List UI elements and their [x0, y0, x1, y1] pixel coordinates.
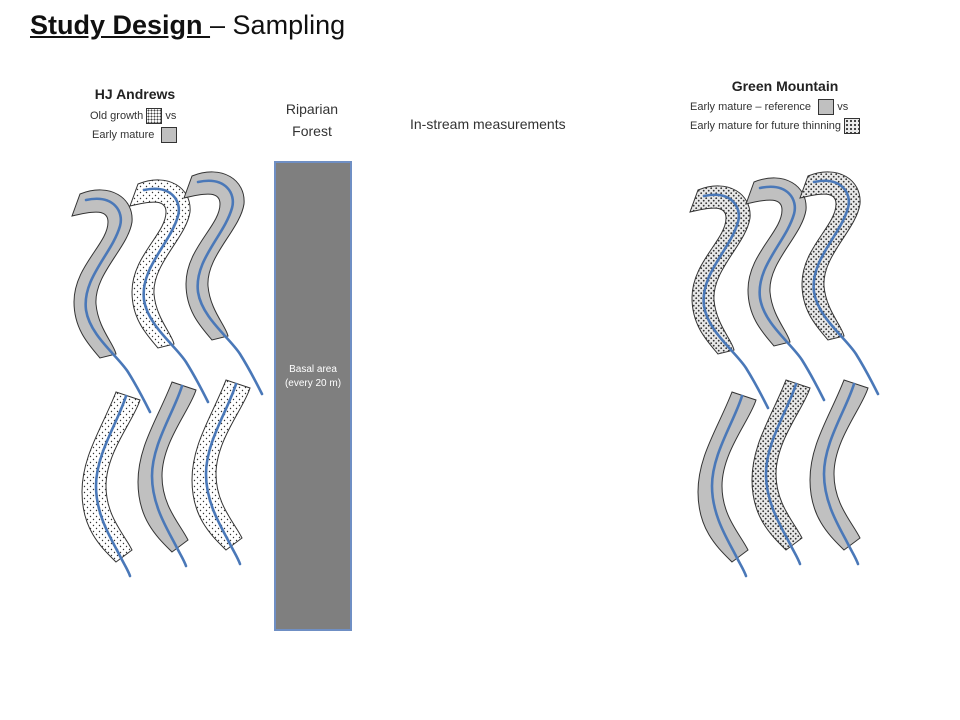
basal-area-label: Basal area (every 20 m) — [284, 364, 342, 389]
stream-line — [142, 187, 210, 404]
stream-line — [702, 193, 770, 410]
riparian-line1: Riparian — [285, 101, 339, 117]
gm-reach-bottom-1 — [697, 391, 757, 578]
stream-line — [84, 197, 152, 414]
reference-label: Early mature – reference — [690, 100, 812, 113]
stream-line — [764, 382, 802, 566]
grey-swatch-icon — [818, 99, 835, 115]
basal-area-bar: Basal area (every 20 m) — [274, 161, 352, 631]
hj-reach-top-2 — [129, 179, 210, 404]
gm-reach-top-1 — [689, 185, 770, 410]
stippled-swatch-icon — [844, 118, 861, 134]
hj-legend-early-mature: Early mature — [92, 127, 178, 143]
early-mature-label: Early mature — [92, 128, 155, 141]
stream-line — [758, 185, 826, 402]
hj-andrews-heading: HJ Andrews — [94, 86, 176, 102]
stream-line — [94, 394, 132, 578]
page-title: Study Design – Sampling — [30, 10, 345, 41]
stream-line — [204, 382, 242, 566]
stream-line — [196, 179, 264, 396]
title-underlined: Study Design — [30, 10, 211, 40]
vs-label: vs — [165, 109, 177, 122]
gm-legend-reference: Early mature – reference vs — [690, 99, 848, 115]
gm-reach-bottom-3 — [809, 379, 869, 566]
hj-legend-old-growth: Old growth vs — [90, 108, 176, 124]
green-mountain-heading: Green Mountain — [731, 78, 839, 94]
riparian-buffer-grey — [137, 381, 197, 553]
riparian-buffer-dots — [81, 391, 141, 563]
hj-reach-bottom-2 — [137, 381, 197, 568]
grey-swatch-icon — [161, 127, 178, 143]
stream-line — [822, 382, 860, 566]
riparian-line2: Forest — [292, 123, 332, 139]
hj-reach-bottom-1 — [81, 391, 141, 578]
stream-line — [812, 179, 880, 396]
riparian-forest-label: Riparian Forest — [262, 98, 362, 142]
riparian-buffer-grey — [809, 379, 869, 551]
old-growth-label: Old growth — [90, 109, 144, 122]
gm-reach-top-2 — [745, 177, 826, 402]
stream-line — [150, 384, 188, 568]
riparian-buffer-stip — [799, 171, 861, 341]
gm-reach-top-3 — [799, 171, 880, 396]
gm-legend-thinning: Early mature for future thinning — [690, 118, 861, 134]
hj-reach-top-3 — [183, 171, 264, 396]
instream-measurements-label: In-stream measurements — [410, 116, 566, 132]
title-rest: – Sampling — [210, 10, 346, 40]
riparian-buffer-dots — [191, 379, 251, 551]
dotted-swatch-icon — [146, 108, 163, 124]
riparian-buffer-stip — [751, 379, 811, 551]
hj-reach-top-1 — [71, 189, 152, 414]
riparian-buffer-grey — [71, 189, 133, 359]
riparian-buffer-grey — [183, 171, 245, 341]
stream-line — [710, 394, 748, 578]
riparian-buffer-grey — [745, 177, 807, 347]
vs-label: vs — [837, 100, 849, 113]
riparian-buffer-dots — [129, 179, 191, 349]
gm-reach-bottom-2 — [751, 379, 811, 566]
hj-reach-bottom-3 — [191, 379, 251, 566]
thinning-label: Early mature for future thinning — [690, 119, 842, 132]
riparian-buffer-grey — [697, 391, 757, 563]
riparian-buffer-stip — [689, 185, 751, 355]
